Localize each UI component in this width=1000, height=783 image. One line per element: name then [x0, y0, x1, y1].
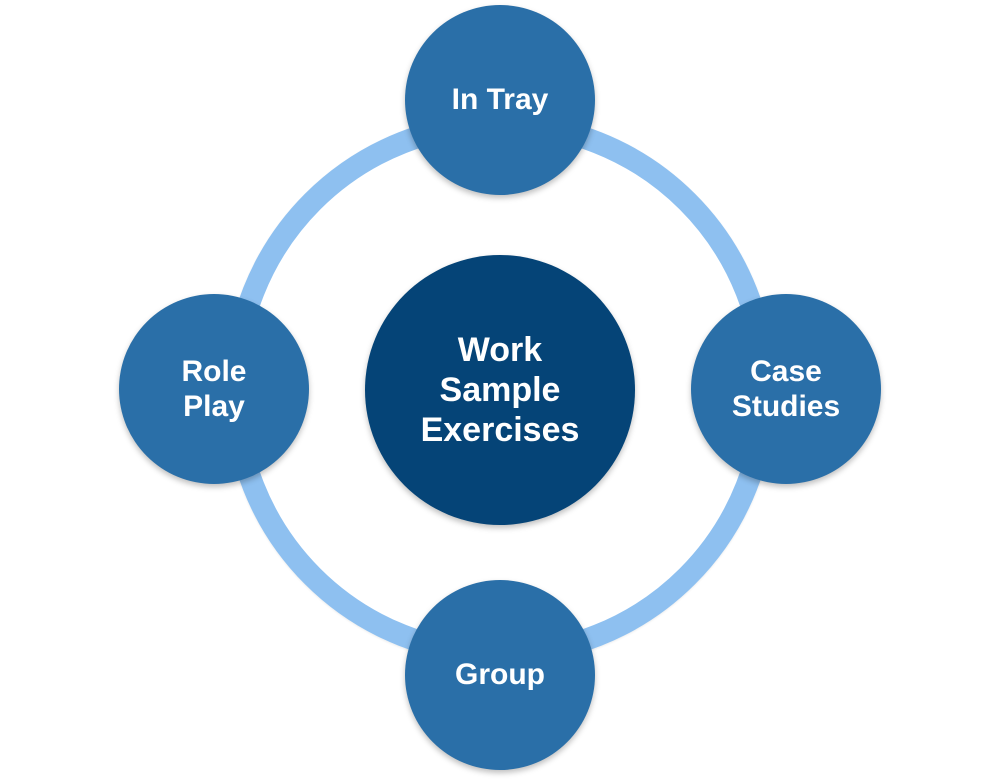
node-case-studies-label: Case Studies	[731, 354, 841, 423]
center-node-label: Work Sample Exercises	[420, 330, 580, 450]
node-group-label: Group	[455, 658, 545, 692]
node-role-play-label: Role Play	[181, 354, 247, 423]
node-case-studies: Case Studies	[691, 294, 881, 484]
node-in-tray: In Tray	[405, 5, 595, 195]
node-role-play: Role Play	[119, 294, 309, 484]
node-group: Group	[405, 580, 595, 770]
node-in-tray-label: In Tray	[451, 83, 549, 117]
center-node-work-sample-exercises: Work Sample Exercises	[365, 255, 635, 525]
